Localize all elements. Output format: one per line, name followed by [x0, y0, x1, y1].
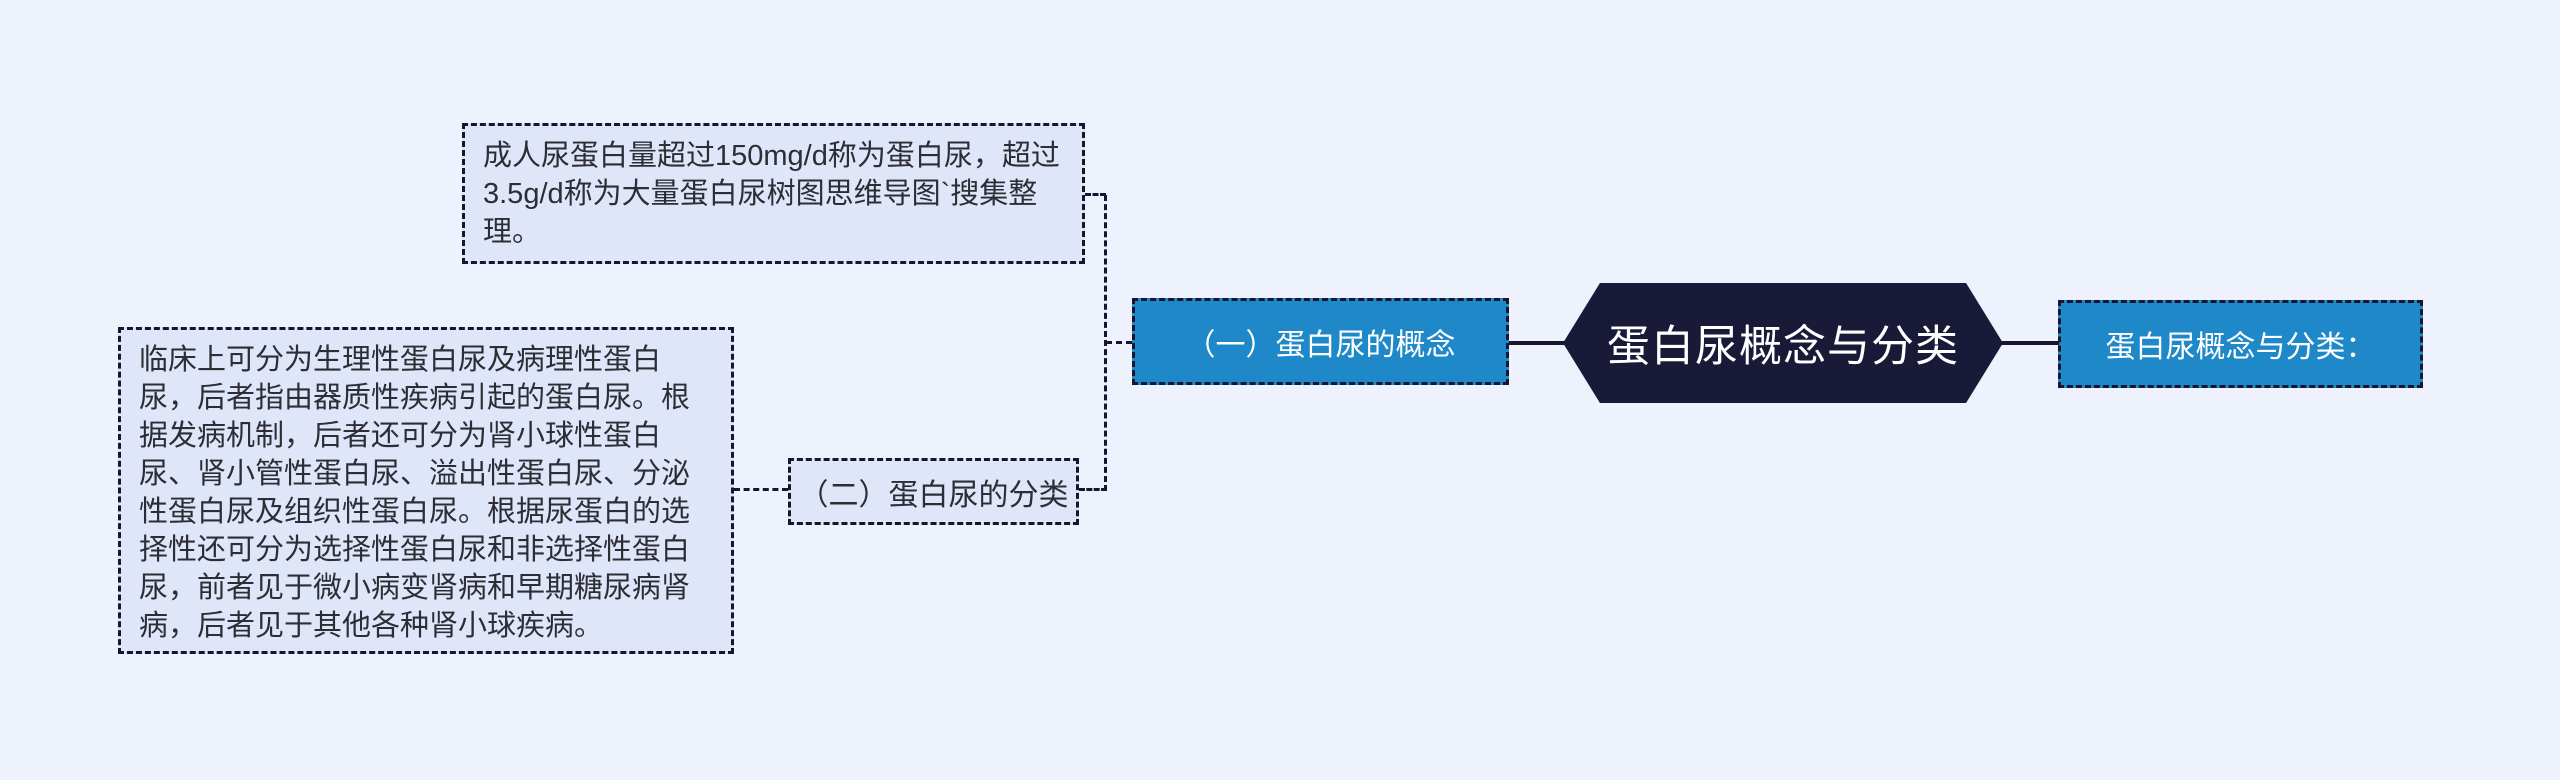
connector-branch1-stub	[1106, 341, 1132, 344]
node-root[interactable]: 蛋白尿概念与分类	[1563, 283, 2003, 403]
connector-branch2-stub	[1079, 488, 1107, 491]
note-proteinuria-classification-detail[interactable]: 临床上可分为生理性蛋白尿及病理性蛋白尿，后者指由器质性疾病引起的蛋白尿。根据发病…	[118, 327, 734, 654]
connector-branch1-to-root	[1509, 341, 1565, 345]
node-branch-classification[interactable]: （二）蛋白尿的分类	[788, 458, 1079, 525]
connector-dashed-spine	[1104, 195, 1107, 491]
connector-note-definition-stub	[1085, 193, 1106, 196]
node-branch-concept[interactable]: （一）蛋白尿的概念	[1132, 298, 1509, 385]
note-proteinuria-definition[interactable]: 成人尿蛋白量超过150mg/d称为蛋白尿，超过3.5g/d称为大量蛋白尿树图思维…	[462, 123, 1085, 264]
connector-root-to-summary	[2001, 341, 2059, 345]
root-label: 蛋白尿概念与分类	[1607, 323, 1959, 371]
connector-note-to-branch2	[734, 488, 788, 491]
node-summary[interactable]: 蛋白尿概念与分类：	[2058, 300, 2423, 388]
